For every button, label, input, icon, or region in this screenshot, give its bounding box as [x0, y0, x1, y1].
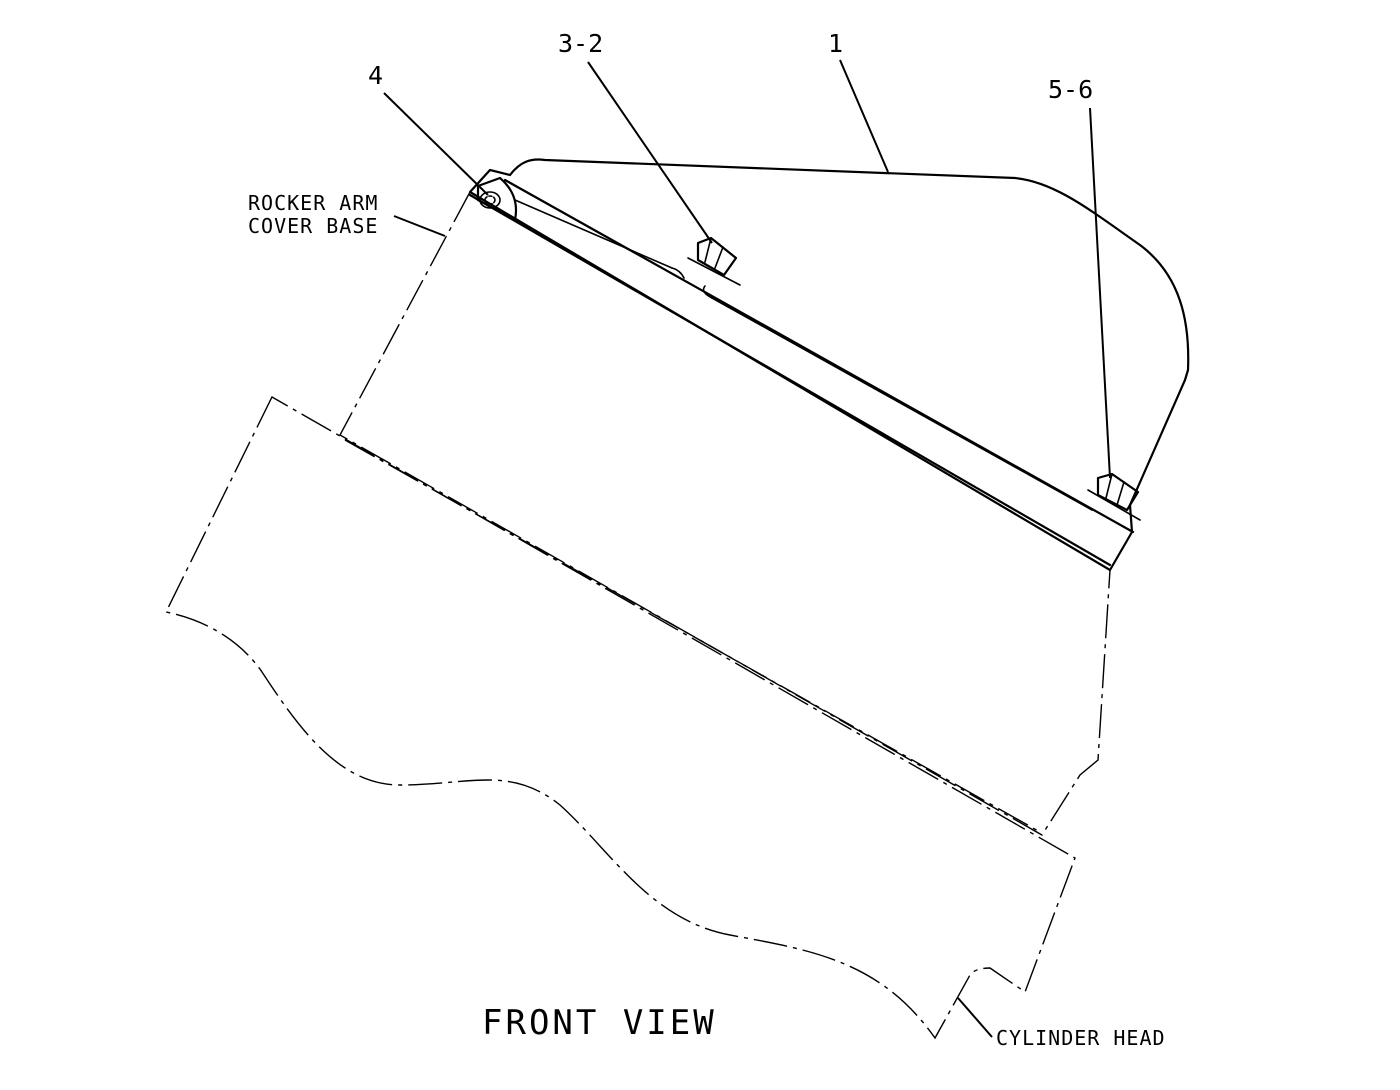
leader-5-6: [1089, 107, 1111, 479]
callout-3-2: 3-2: [558, 29, 603, 58]
leader-3-2: [587, 61, 713, 244]
rocker-arm-cover: [468, 158, 1190, 572]
mating-line: [344, 439, 1041, 833]
callout-5-6: 5-6: [1048, 75, 1093, 104]
flange-break-right: [711, 297, 1093, 511]
note-rocker-arm-cover-base-line1: ROCKER ARM: [248, 191, 378, 215]
note-cylinder-head: CYLINDER HEAD: [996, 1026, 1166, 1050]
cover-outline: [468, 158, 1190, 572]
part-5-6-bolt: [1087, 472, 1141, 521]
callout-4: 4: [368, 61, 383, 90]
flange-break-left: [514, 199, 673, 269]
cover-flange-inner: [468, 193, 1112, 567]
diagram-title: FRONT VIEW: [482, 1003, 717, 1043]
leader-rocker-arm-cover-base: [393, 215, 446, 237]
leader-4: [383, 92, 489, 196]
leader-cylinder-head: [957, 997, 993, 1038]
note-rocker-arm-cover-base-line2: COVER BASE: [248, 214, 378, 238]
rocker-arm-cover-base-outline: [339, 191, 1111, 836]
cover-flange-top: [503, 178, 1135, 534]
leader-1: [839, 59, 889, 173]
flange-break-tick-left: [671, 267, 685, 279]
callout-1: 1: [828, 29, 843, 58]
part-3-2-bolt: [687, 236, 741, 286]
flange-break-tick-right: [702, 285, 713, 299]
part-4-dowel: [476, 176, 518, 222]
cylinder-head-outline: [164, 396, 1076, 1040]
